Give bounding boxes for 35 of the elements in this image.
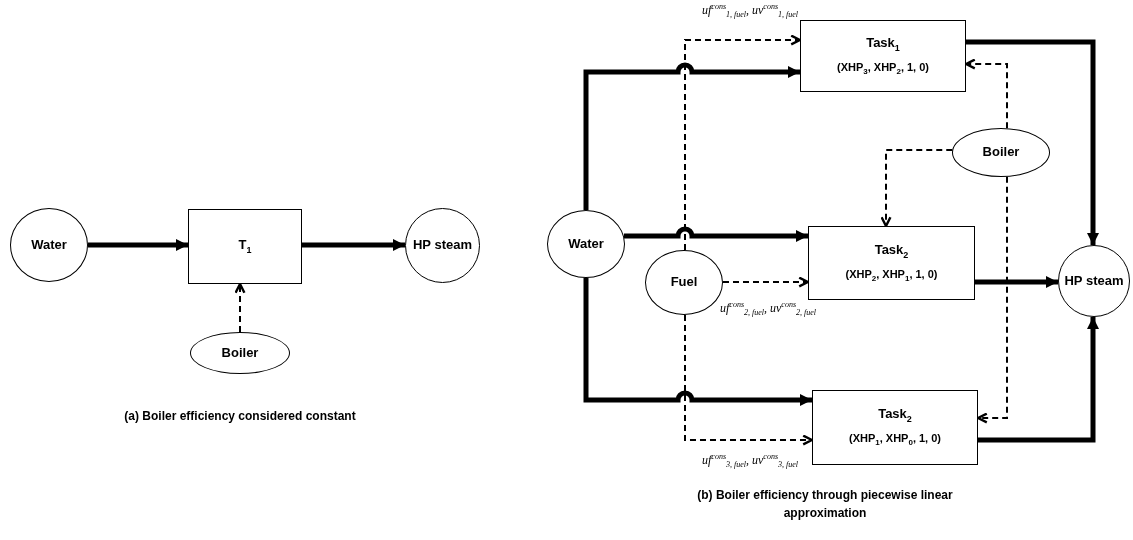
thick-arrow <box>583 62 800 210</box>
dashed-arrow <box>234 282 246 333</box>
thick-arrow <box>302 239 405 251</box>
node-parameters: (XHP$_{3}$, XHP$_{2}$, 1, 0) <box>836 60 929 77</box>
process-box <box>812 390 978 465</box>
dashed-arrow <box>684 314 814 446</box>
node-parameters: (XHP$_{1}$, XHP$_{0}$, 1, 0) <box>848 432 941 448</box>
thick-arrow <box>623 226 808 242</box>
dashed-arrow <box>684 34 802 251</box>
thick-arrow <box>966 39 1099 245</box>
node-title: Task$_{1}$ <box>866 35 900 53</box>
thick-arrow <box>975 276 1058 288</box>
node-title: Boiler <box>982 145 1020 160</box>
node-title: Boiler <box>221 345 259 361</box>
node-title: HP steam <box>1064 273 1124 289</box>
node-parameters: (XHP$_{2}$, XHP$_{1}$, 1, 0) <box>845 267 938 284</box>
node-title: Task$_{2}$ <box>878 407 912 425</box>
dashed-arrow <box>880 149 954 228</box>
process-box <box>800 20 966 92</box>
process-box <box>808 226 975 300</box>
node-title: Water <box>31 237 67 253</box>
thick-arrow <box>88 239 188 251</box>
caption: (a) Boiler efficiency considered constant <box>123 408 357 425</box>
process-box <box>188 209 302 284</box>
node-title: Task$_{2}$ <box>874 242 909 260</box>
thick-arrow <box>583 278 812 406</box>
node-title: Fuel <box>670 275 698 290</box>
caption: (b) Boiler efficiency through piecewise linear approximation <box>696 487 954 522</box>
dashed-arrow <box>722 276 810 288</box>
dashed-arrow <box>976 175 1008 424</box>
thick-arrow <box>978 317 1099 443</box>
node-title: T$_{1}$ <box>238 238 252 255</box>
node-title: Water <box>568 236 604 252</box>
dashed-arrow <box>964 58 1008 130</box>
node-title: HP steam <box>413 238 472 253</box>
